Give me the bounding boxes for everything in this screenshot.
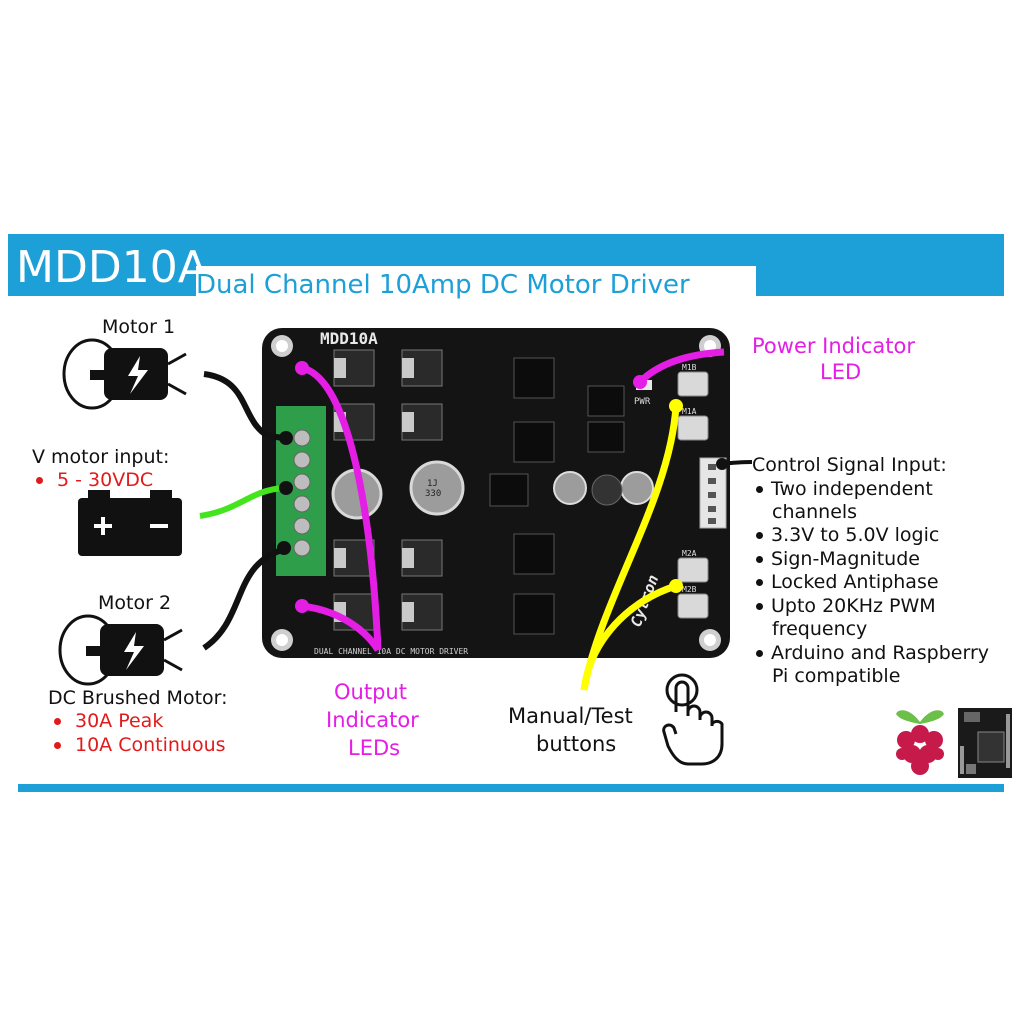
svg-text:M1B: M1B: [682, 363, 697, 372]
control-item: Sign-Magnitude: [756, 548, 920, 571]
dc-item-text: 30A Peak: [75, 710, 164, 732]
motor2-wire: [202, 547, 284, 651]
control-item-text: Arduino and Raspberry: [771, 642, 990, 664]
output-led-line-2: [301, 602, 382, 652]
control-item: Locked Antiphase: [756, 571, 939, 594]
wire-end-dot: [277, 541, 291, 555]
manual-buttons-label-2: buttons: [536, 732, 617, 756]
model-title: MDD10A: [16, 242, 208, 293]
output-led-label-3: LEDs: [348, 736, 401, 760]
control-item-text: Two independent: [771, 478, 933, 500]
svg-text:M1A: M1A: [682, 407, 697, 416]
svg-text:330: 330: [425, 489, 441, 499]
control-item-cont: Pi compatible: [772, 665, 901, 687]
raspberry-pi-logo: [896, 710, 944, 775]
control-item-text: 3.3V to 5.0V logic: [771, 524, 940, 546]
subtitle: Dual Channel 10Amp DC Motor Driver: [196, 270, 690, 300]
svg-text:M2A: M2A: [682, 549, 697, 558]
control-item-text: Sign-Magnitude: [771, 548, 920, 570]
bullet: [756, 532, 763, 539]
board-silk-title: MDD10A: [320, 329, 378, 348]
bullet: [54, 718, 61, 725]
control-item-text: Locked Antiphase: [771, 571, 939, 593]
board-silk-bottom: DUAL CHANNEL 10A DC MOTOR DRIVER: [314, 647, 468, 656]
control-item: Upto 20KHz PWM: [756, 595, 936, 618]
vinput-value-item: 5 - 30VDC: [36, 469, 153, 491]
output-led-label-2: Indicator: [326, 708, 419, 732]
control-item-cont: frequency: [772, 618, 868, 640]
output-led-label-1: Output: [334, 680, 407, 704]
battery-icon: [78, 490, 182, 556]
svg-text:1J: 1J: [427, 479, 438, 489]
power-wire: [199, 485, 285, 519]
bullet: [756, 486, 763, 493]
output-led-line-1: [300, 364, 382, 651]
control-title: Control Signal Input:: [752, 454, 947, 476]
dc-item-text: 10A Continuous: [75, 734, 226, 756]
control-item-cont: channels: [772, 501, 858, 523]
power-led-label-1: Power Indicator: [752, 334, 915, 358]
motor-icon: [62, 338, 187, 410]
wire-end-dot: [279, 431, 293, 445]
bullet: [756, 603, 763, 610]
control-item: Arduino and Raspberry: [756, 642, 989, 665]
bullet: [756, 556, 763, 563]
motor1-wire: [203, 371, 285, 441]
control-item-text: Upto 20KHz PWM: [771, 595, 936, 617]
arduino-board-icon: [958, 708, 1012, 778]
motor-driver-board: MDD10A 1J 330: [262, 328, 730, 658]
motor-icon: [58, 614, 183, 686]
dc-item: 10A Continuous: [54, 734, 226, 756]
svg-text:M2B: M2B: [682, 585, 697, 594]
dc-item: 30A Peak: [54, 710, 163, 732]
footer-bar: [18, 784, 1004, 792]
power-led-label-2: LED: [820, 360, 862, 384]
manual-buttons-label-1: Manual/Test: [508, 704, 633, 728]
subtitle-box: Dual Channel 10Amp DC Motor Driver: [196, 266, 756, 310]
control-item: 3.3V to 5.0V logic: [756, 524, 939, 547]
button-line-2: [580, 582, 678, 691]
wire-end-dot: [279, 481, 293, 495]
motor1-label: Motor 1: [102, 316, 176, 338]
power-led-line: [637, 348, 725, 385]
dc-motor-title: DC Brushed Motor:: [48, 687, 228, 709]
vinput-title: V motor input:: [32, 446, 170, 468]
bullet: [756, 650, 763, 657]
bullet: [756, 579, 763, 586]
svg-text:PWR: PWR: [634, 397, 651, 407]
vinput-value: 5 - 30VDC: [57, 469, 154, 491]
hand-pointer-icon: [662, 673, 724, 766]
bullet: [36, 477, 43, 484]
bullet: [54, 742, 61, 749]
control-item: Two independent: [756, 478, 933, 501]
motor2-label: Motor 2: [98, 592, 172, 614]
